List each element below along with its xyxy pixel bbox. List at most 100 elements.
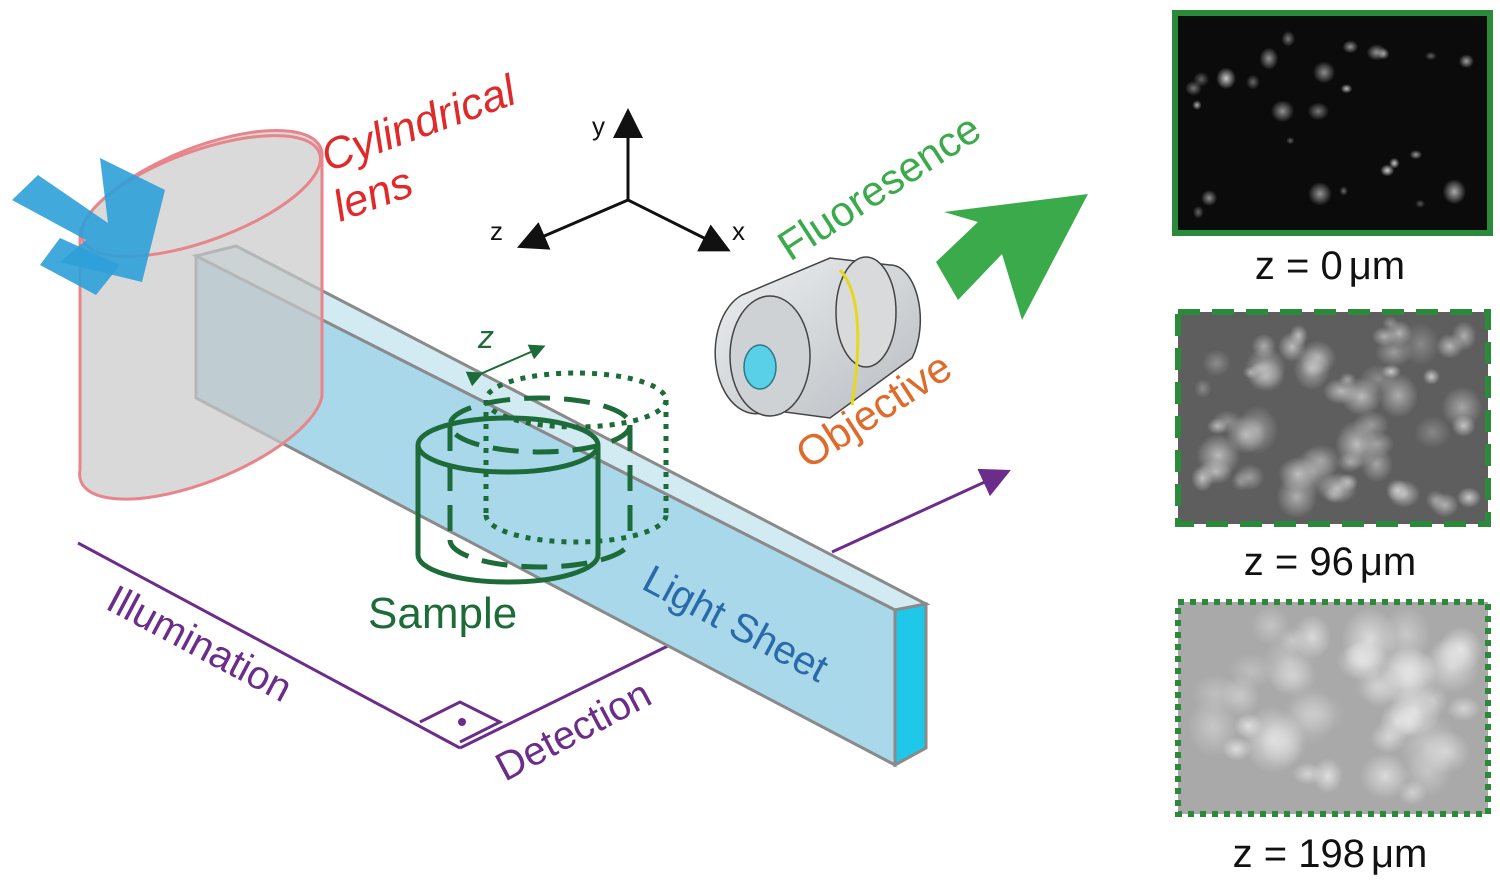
cell-blob [1292,762,1324,785]
caption-unit: μm [1359,540,1417,584]
cell-blob [1340,84,1353,94]
cell-blob [1386,479,1409,502]
cell-blob [1307,102,1330,121]
cell-blob [1192,100,1202,110]
cell-blob [1198,459,1233,485]
cell-blob [1436,333,1464,359]
cell-blob [1370,721,1407,754]
cell-blob [1317,472,1358,504]
cell-blob [1456,487,1482,508]
illumination-detection-axes [77,468,1011,750]
cell-blob [1236,405,1279,455]
cell-blob [1192,205,1204,219]
cell-blob [1289,324,1308,347]
caption-equals: = [1263,832,1288,876]
image-panel-z0 [1172,10,1493,236]
caption-prefix: z [1232,832,1253,876]
cell-blob [1441,386,1483,429]
image-panel-z96 [1175,309,1491,527]
sample-cylinders [415,344,669,585]
cell-blob [1283,685,1336,746]
cell-blob [1259,47,1279,70]
caption-prefix: z [1243,540,1264,584]
illumination-input-arrows [12,158,165,295]
detection-label: Detection [489,672,659,790]
cell-blob [1340,377,1382,416]
cell-blob [1234,713,1263,739]
cylindrical-label-line1: Cylindrical [315,66,524,182]
cell-blob [1446,696,1481,722]
cell-blob [1341,607,1398,673]
cell-blob [1293,347,1331,391]
cell-blob [1242,366,1259,379]
caption-unit: μm [1370,832,1428,876]
cell-blob [1202,349,1231,377]
light-sheet-edge [893,602,928,768]
caption-unit: μm [1348,244,1406,288]
caption-equals: = [1286,244,1310,288]
cell-blob [1366,44,1387,61]
cell-blob [1231,471,1250,491]
cell-blob [1187,697,1238,757]
light-sheet [191,244,931,768]
cell-blob [1270,100,1295,123]
cell-blob [1194,379,1212,399]
cell-blob [1458,54,1474,69]
cell-blob [1442,179,1467,205]
cell-blob [1342,40,1359,54]
cell-blob [1228,653,1275,688]
cell-blob [1354,666,1400,706]
fluorescence-arrow [936,194,1088,320]
cell-blob [1293,614,1332,660]
cell-blob [1268,656,1317,697]
cell-blob [1439,626,1483,674]
image-panel-z198 [1175,599,1491,817]
cell-blob [1374,337,1413,367]
cell-blob [1422,368,1440,385]
caption-prefix: z [1254,244,1275,288]
cell-blob [1336,452,1364,473]
cell-blob [1409,150,1423,160]
cell-blob [1415,199,1426,208]
caption-value: 96 [1309,540,1354,584]
cell-blob [1301,444,1342,478]
cell-blob [1425,51,1437,61]
axis-label-y: y [592,111,605,141]
cell-blob [1246,74,1260,90]
cell-blob [1414,416,1451,449]
z-label: z [477,319,494,355]
caption-value: 198 [1298,832,1365,876]
axes-triad [516,108,731,252]
axis-label-z: z [490,216,503,246]
cell-blob [1360,446,1394,483]
cell-blob [1360,752,1410,800]
cell-blob [1201,190,1218,206]
cell-blob [1313,61,1336,84]
detection-arrow [831,468,1011,554]
cell-blob [1430,492,1459,518]
caption-equals: = [1274,540,1299,584]
z-translation-arrow [465,344,546,387]
right-angle-dot [458,718,466,726]
axis-label-x: x [732,216,745,246]
cell-blob [1403,747,1452,798]
cell-blob [1251,333,1277,359]
objective-front-element [743,344,777,390]
cell-blob [1251,605,1290,646]
cell-blob [1339,186,1348,196]
cell-blob [1352,410,1390,441]
cell-blob [1389,157,1400,169]
cell-blob [1193,71,1210,87]
caption-value: 0 [1320,244,1343,288]
objective-lens [714,256,922,419]
cell-blob [1308,182,1332,206]
cell-blob [1281,30,1295,47]
cell-blob [1286,137,1295,145]
sample-label: Sample [368,589,517,638]
cell-blob [1207,418,1228,435]
cell-blob [1216,67,1236,90]
